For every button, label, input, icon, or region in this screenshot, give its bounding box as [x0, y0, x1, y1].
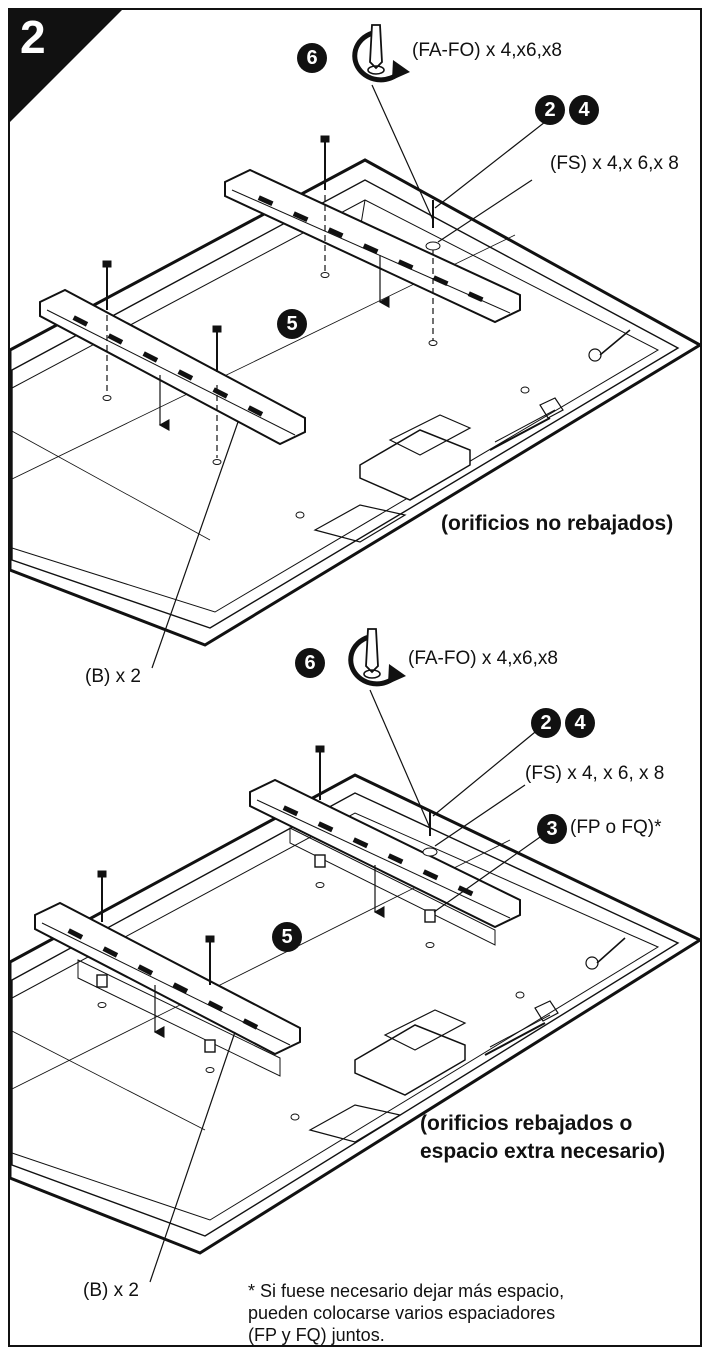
step-circle-5-bottom: 5 [272, 922, 302, 952]
tv-back-top [10, 158, 700, 647]
step-circle-4-bottom: 4 [565, 708, 595, 738]
fafo-label-top: (FA-FO) x 4,x6,x8 [412, 40, 562, 61]
leader-lines-bottom [149, 689, 551, 1283]
caption-bottom-line2: espacio extra necesario) [420, 1140, 666, 1163]
rotate-screwdriver-icon-bottom [348, 628, 406, 687]
wall-plate-bracket-bottom-left [34, 901, 301, 1056]
step-circle-2-top: 2 [535, 95, 565, 125]
footnote-line1: * Si fuese necesario dejar más espacio, [248, 1281, 565, 1301]
screws-bottom [96, 745, 438, 1073]
wall-plate-bracket-top-right [224, 168, 521, 324]
step-circle-2-bottom: 2 [531, 708, 561, 738]
tv-back-bottom [10, 773, 700, 1255]
fs-label-bottom: (FS) x 4, x 6, x 8 [525, 763, 665, 784]
step-corner-badge [10, 10, 122, 122]
step-circle-6-top: 6 [297, 43, 327, 73]
step-circle-4-top: 4 [569, 95, 599, 125]
footnote: * Si fuese necesario dejar más espacio, … [248, 1280, 698, 1345]
leader-lines-top [151, 84, 546, 669]
step-number: 2 [20, 11, 46, 63]
fs-label-top: (FS) x 4,x 6,x 8 [550, 153, 679, 174]
b-label-middle: (B) x 2 [85, 666, 141, 687]
footnote-line2: pueden colocarse varios espaciadores [248, 1303, 556, 1323]
b-label-bottom: (B) x 2 [83, 1280, 139, 1301]
instruction-panel: 2 [8, 8, 702, 1347]
step-circle-5-top: 5 [277, 309, 307, 339]
caption-bottom-line1: (orificios rebajados o [420, 1112, 633, 1135]
screws-top [102, 135, 441, 465]
step-circle-6-bottom: 6 [295, 648, 325, 678]
fafo-label-bottom: (FA-FO) x 4,x6,x8 [408, 648, 558, 669]
mounting-illustration [10, 24, 700, 1283]
caption-top: (orificios no rebajados) [441, 512, 674, 535]
rotate-screwdriver-icon-top [352, 24, 410, 83]
wall-plate-bracket-bottom-right [249, 778, 521, 929]
footnote-line3: (FP y FQ) juntos. [248, 1325, 385, 1345]
fp-label-bottom: (FP o FQ)* [570, 817, 662, 838]
caption-bottom: (orificios rebajados o espacio extra nec… [420, 1110, 700, 1166]
step-circle-3-bottom: 3 [537, 814, 567, 844]
wall-plate-bracket-top-left [39, 288, 306, 446]
